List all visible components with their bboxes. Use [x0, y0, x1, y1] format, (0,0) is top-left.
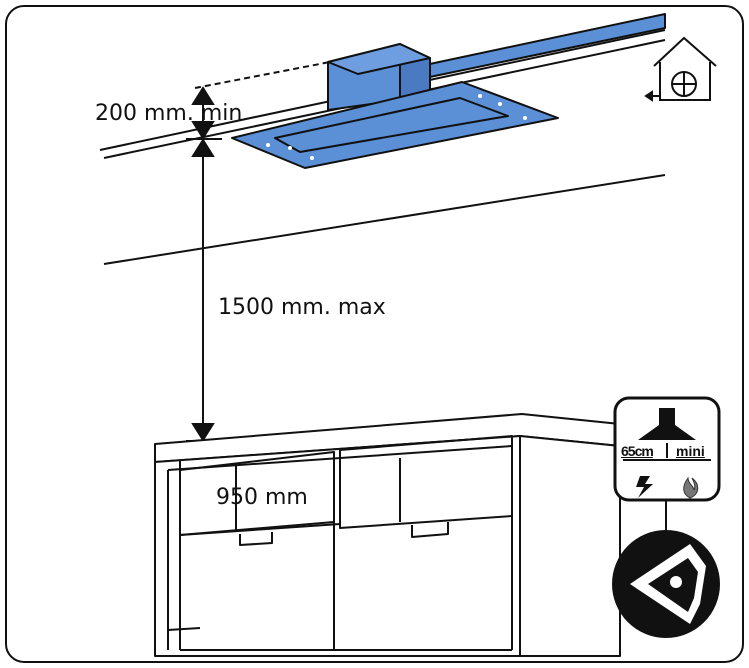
ceiling-gap-label: 200 mm. min: [95, 101, 243, 126]
max-height-label: 1500 mm. max: [218, 295, 386, 320]
gas-flame-icon: [683, 476, 699, 499]
house-fan-icon: [644, 36, 717, 102]
hob-distance-label: 65cm: [621, 443, 654, 459]
room-lines: [103, 174, 666, 265]
hob-distance-qualifier: mini: [676, 443, 705, 459]
counter-height-label: 950 mm: [216, 485, 308, 510]
hood-distance-icon: [623, 408, 711, 461]
hob-distance-badge: [613, 396, 721, 502]
kitchen-cabinet: [154, 413, 621, 657]
electric-bolt-icon: [636, 476, 653, 498]
diagram-border: [5, 5, 744, 663]
ceiling-hood: [231, 13, 666, 169]
eye-view-icon: [612, 530, 720, 638]
